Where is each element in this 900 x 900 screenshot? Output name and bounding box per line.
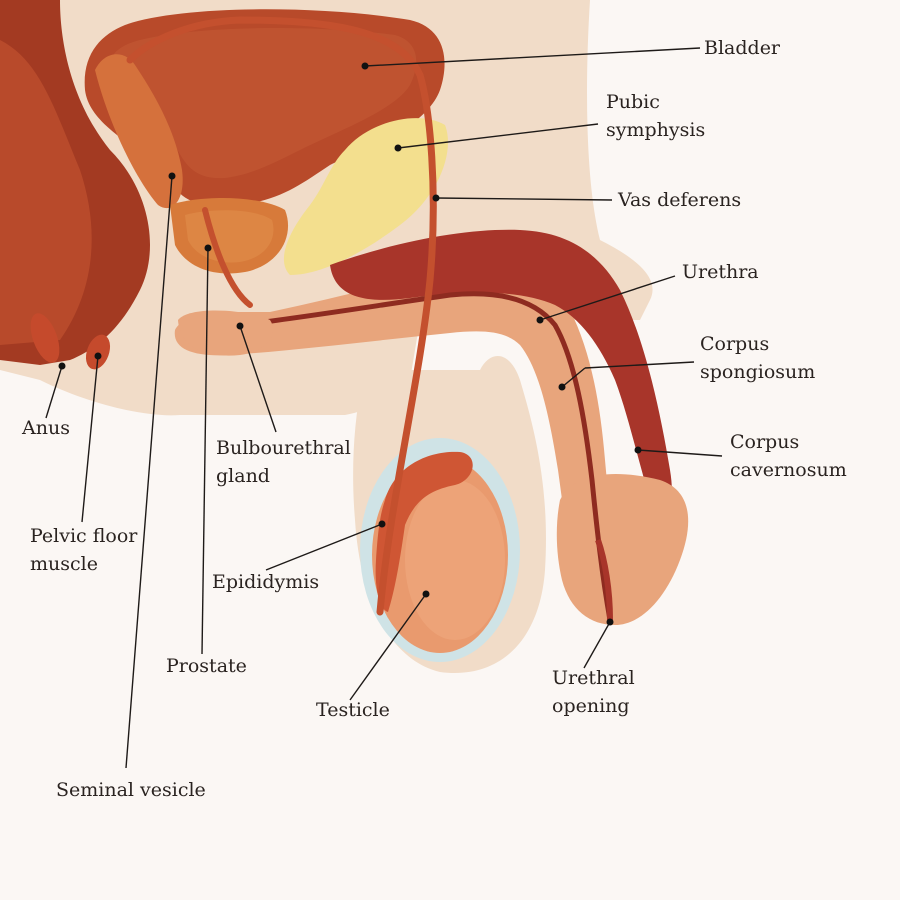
bladder-highlight [107,28,417,179]
leader-anus [45,365,63,419]
label-bladder: Bladder [704,34,780,62]
leader-pubic-symphysis [397,123,599,149]
dot-corpus-spongiosum [558,383,566,391]
label-bulbourethral-gland-line2: gland [216,465,270,487]
leader-urethral-opening [583,621,611,669]
glans-shape [556,474,689,625]
leader-urethra [539,275,676,321]
leader-bladder [364,47,701,67]
label-pelvic-floor-muscle: Pelvic floor muscle [30,522,137,578]
dot-corpus-cavernosum [634,446,642,454]
label-corpus-spongiosum-line1: Corpus [700,333,770,355]
leader-seminal-vesicle [125,175,173,769]
dot-prostate [204,244,212,252]
seminal-vesicle-shape [95,54,183,209]
label-bulbourethral-gland-line1: Bulbourethral [216,437,351,459]
label-corpus-spongiosum-line2: spongiosum [700,361,816,383]
leader-vas-deferens [435,197,613,201]
leader-testicle [349,593,427,701]
label-bulbourethral-gland: Bulbourethral gland [216,434,351,490]
corpus-cavernosum-shape [330,229,672,516]
label-seminal-vesicle: Seminal vesicle [56,776,206,804]
dot-bladder [361,62,369,70]
label-urethra: Urethra [682,258,759,286]
label-anus: Anus [22,414,70,442]
dot-seminal-vesicle [168,172,176,180]
ejaculatory-duct [202,207,253,308]
dot-anus [58,362,66,370]
label-pubic-symphysis-line2: symphysis [606,119,706,141]
label-epididymis-text: Epididymis [212,571,320,593]
dot-pelvic-floor-muscle [94,352,102,360]
rectum-inner [0,40,92,345]
leader-corpus-spongiosum-a [561,367,586,388]
dot-urethra [536,316,544,324]
leader-pelvic-floor-muscle [81,355,99,523]
leader-corpus-spongiosum-b [584,361,695,369]
urethral-slit [595,539,613,621]
bulbourethral-shape [178,310,274,356]
testicle-highlight [405,480,505,640]
label-testicle-text: Testicle [316,699,390,721]
dot-vas-deferens [432,194,440,202]
label-prostate: Prostate [166,652,247,680]
leader-lines [45,47,723,769]
leader-corpus-cavernosum [637,449,723,457]
label-urethral-opening: Urethral opening [552,664,635,720]
label-anus-text: Anus [22,417,70,439]
pubic-symphysis-shape [283,118,448,275]
dot-pubic-symphysis [394,144,402,152]
label-urethral-opening-line2: opening [552,695,630,717]
label-pelvic-floor-muscle-line1: Pelvic floor [30,525,138,547]
label-corpus-spongiosum: Corpus spongiosum [700,330,815,386]
label-urethral-opening-line1: Urethral [552,667,635,689]
corpus-spongiosum-shape [174,268,620,621]
pelvic-floor-muscle-left [30,313,60,363]
pelvic-floor-muscle-right [85,334,111,370]
leader-bulbourethral-gland [239,325,277,433]
vas-deferens-tube [126,16,437,616]
dot-testicle [422,590,430,598]
label-vas-deferens: Vas deferens [618,186,741,214]
label-corpus-cavernosum-line2: cavernosum [730,459,847,481]
epididymis-shape [375,451,473,612]
dot-epididymis [378,520,386,528]
label-corpus-cavernosum-line1: Corpus [730,431,800,453]
dot-urethral-opening [606,618,614,626]
dot-bulbourethral-gland [236,322,244,330]
label-pelvic-floor-muscle-line2: muscle [30,553,98,575]
label-vas-deferens-text: Vas deferens [618,189,742,211]
label-bladder-text: Bladder [704,37,781,59]
label-epididymis: Epididymis [212,568,319,596]
label-testicle: Testicle [316,696,390,724]
leader-epididymis [265,523,383,571]
leader-prostate [201,247,209,655]
label-urethra-text: Urethra [682,261,759,283]
label-pubic-symphysis: Pubic symphysis [606,88,705,144]
label-seminal-vesicle-text: Seminal vesicle [56,779,206,801]
urethra-canal [239,291,613,621]
label-pubic-symphysis-line1: Pubic [606,91,660,113]
label-corpus-cavernosum: Corpus cavernosum [730,428,847,484]
label-prostate-text: Prostate [166,655,247,677]
